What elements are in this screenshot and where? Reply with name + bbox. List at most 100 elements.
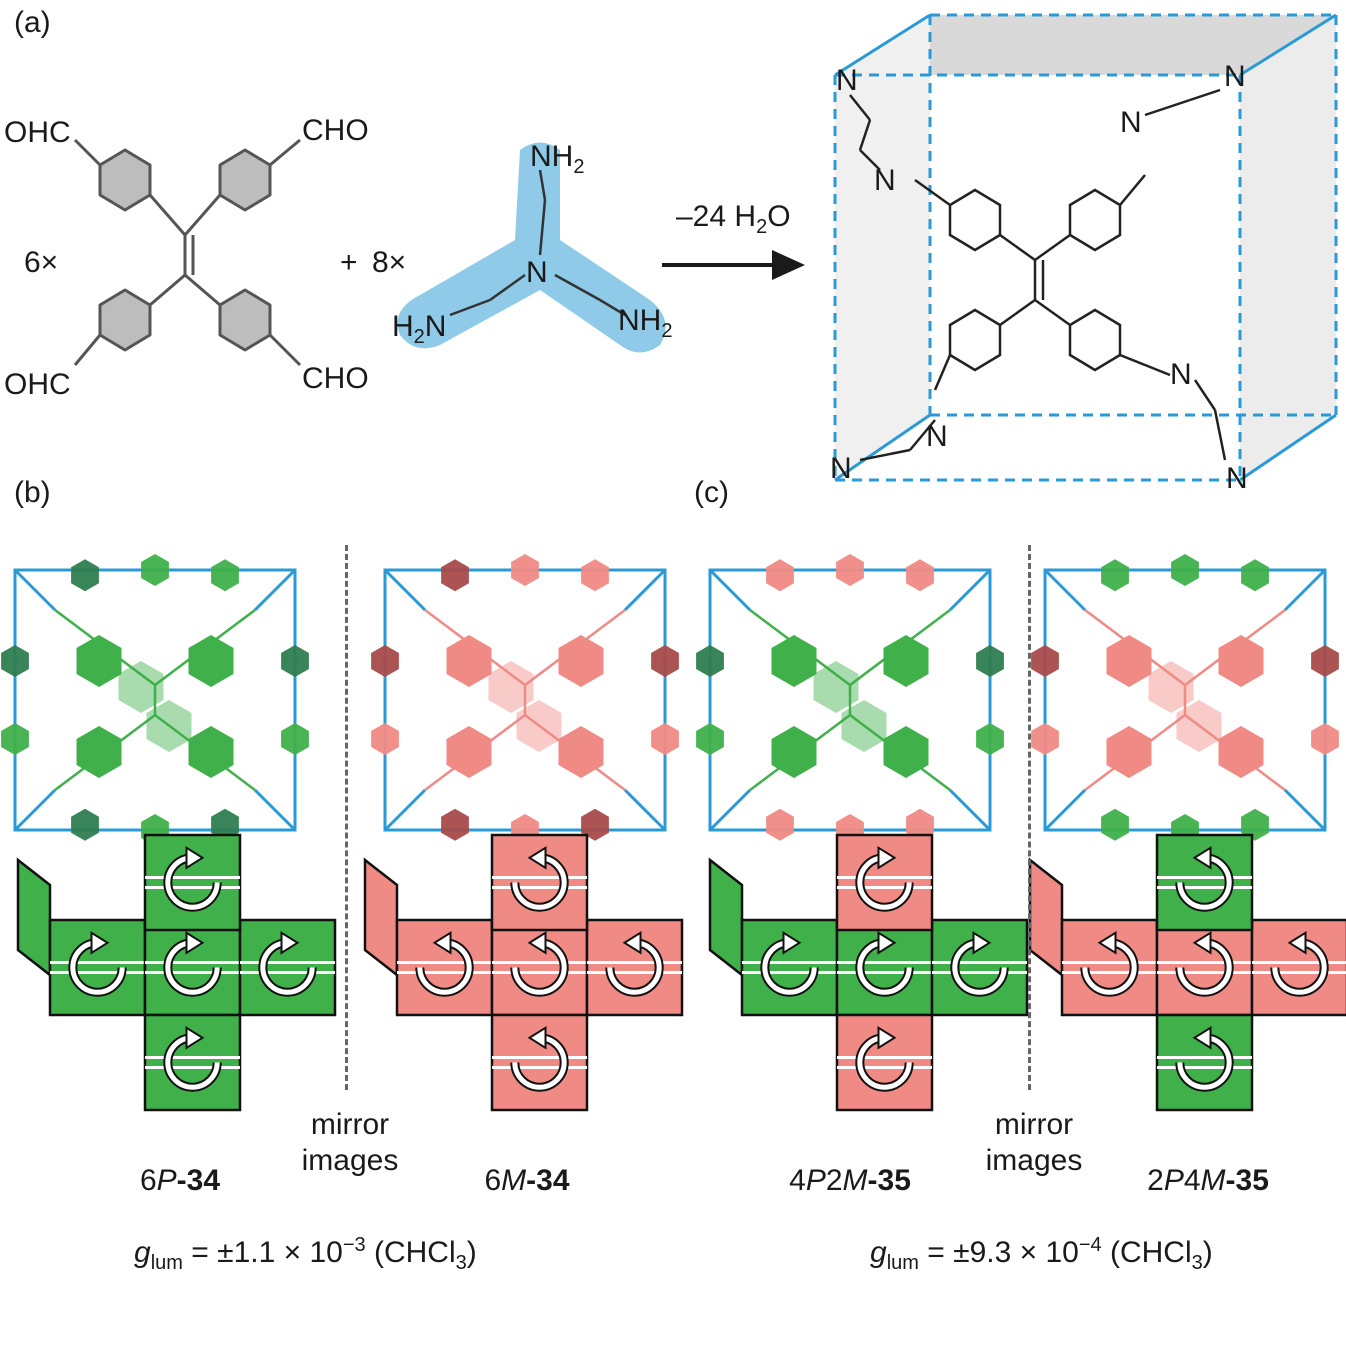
cube-face bbox=[1060, 918, 1159, 1017]
phenyl-ring bbox=[1101, 559, 1129, 592]
cube-face bbox=[143, 918, 242, 1017]
cage-4P2M-35 bbox=[696, 554, 1004, 846]
phenyl-ring bbox=[446, 635, 492, 687]
cube-face bbox=[930, 918, 1029, 1017]
rotation-arrow-icon bbox=[417, 940, 472, 995]
phenyl-ring bbox=[771, 635, 817, 687]
cube-face bbox=[740, 918, 839, 1017]
amine-center-n: N bbox=[526, 256, 548, 289]
phenyl-ring bbox=[511, 554, 539, 586]
caption-6M-34: 6M-34 bbox=[484, 1164, 570, 1197]
product-n-3: N bbox=[1120, 106, 1142, 139]
product-n-2: N bbox=[1224, 60, 1246, 93]
rotation-arrow-icon bbox=[512, 855, 567, 910]
product-n-4: N bbox=[874, 164, 896, 197]
phenyl-ring bbox=[976, 645, 1004, 677]
rotation-arrow-icon bbox=[1272, 940, 1327, 995]
amine-top-label: NH2 bbox=[530, 140, 585, 178]
cube-face bbox=[835, 833, 934, 932]
panel-label-a: (a) bbox=[14, 6, 51, 39]
amine-right-label: NH2 bbox=[618, 304, 673, 342]
rotation-arrow-icon bbox=[952, 940, 1007, 995]
phenyl-ring bbox=[281, 645, 309, 677]
phenyl-ring bbox=[696, 645, 724, 677]
cube-face bbox=[835, 918, 934, 1017]
phenyl-ring bbox=[696, 723, 724, 755]
rotation-arrow-icon bbox=[1177, 1035, 1232, 1090]
rotation-arrow-icon bbox=[857, 1035, 912, 1090]
phenyl-ring bbox=[76, 726, 122, 778]
phenyl-ring bbox=[1311, 645, 1339, 677]
rotation-arrow-icon bbox=[607, 940, 662, 995]
cube-face bbox=[835, 1013, 934, 1112]
caption-2P4M-35: 2P4M-35 bbox=[1147, 1164, 1269, 1197]
phenyl-ring bbox=[1101, 808, 1129, 841]
rotation-arrow-icon bbox=[512, 1035, 567, 1090]
phenyl-ring bbox=[488, 661, 534, 713]
phenyl-ring bbox=[141, 554, 169, 586]
glum-value-b: glum = ±1.1 × 10−3 (CHCl3) bbox=[134, 1234, 477, 1274]
phenyl-ring bbox=[581, 808, 609, 841]
rotation-arrow-icon bbox=[1177, 855, 1232, 910]
phenyl-ring bbox=[976, 723, 1004, 755]
cube-face bbox=[238, 918, 337, 1017]
phenyl-ring bbox=[118, 661, 164, 713]
phenyl-ring bbox=[211, 808, 239, 841]
rotation-arrow-icon bbox=[165, 940, 220, 995]
cube-face bbox=[585, 918, 684, 1017]
mirror-line-c bbox=[1028, 545, 1031, 1090]
cage-2P4M-35 bbox=[1031, 554, 1339, 846]
cube-face bbox=[48, 918, 147, 1017]
phenyl-ring bbox=[766, 559, 794, 592]
product-n-8: N bbox=[1226, 462, 1248, 495]
phenyl-ring bbox=[771, 726, 817, 778]
cube-face bbox=[1155, 833, 1254, 932]
cube-face bbox=[1155, 1013, 1254, 1112]
phenyl-ring bbox=[883, 635, 929, 687]
phenyl-ring bbox=[906, 808, 934, 841]
phenyl-ring bbox=[766, 808, 794, 841]
cube-face bbox=[490, 833, 589, 932]
phenyl-ring bbox=[146, 700, 192, 752]
phenyl-ring bbox=[1218, 635, 1264, 687]
cube-face bbox=[490, 918, 589, 1017]
panel-label-b: (b) bbox=[14, 476, 51, 509]
phenyl-ring bbox=[211, 559, 239, 592]
phenyl-ring bbox=[1241, 808, 1269, 841]
phenyl-ring bbox=[1176, 700, 1222, 752]
rotation-arrow-icon bbox=[857, 855, 912, 910]
phenyl-ring bbox=[651, 723, 679, 755]
plus-sign: + bbox=[340, 246, 358, 279]
panel-label-c: (c) bbox=[694, 476, 729, 509]
phenyl-ring bbox=[651, 645, 679, 677]
cube-face bbox=[1250, 918, 1346, 1017]
rotation-arrow-icon bbox=[70, 940, 125, 995]
net-4P2M-35 bbox=[708, 833, 1029, 1112]
phenyl-ring bbox=[841, 700, 887, 752]
phenyl-ring bbox=[71, 559, 99, 592]
rotation-arrow-icon bbox=[1082, 940, 1137, 995]
phenyl-ring bbox=[371, 645, 399, 677]
rotation-arrow-icon bbox=[857, 940, 912, 995]
phenyl-ring bbox=[188, 726, 234, 778]
reaction-condition: –24 H2O bbox=[676, 200, 791, 238]
phenyl-ring bbox=[1106, 635, 1152, 687]
phenyl-ring bbox=[1, 723, 29, 755]
glum-value-c: glum = ±9.3 × 10−4 (CHCl3) bbox=[870, 1234, 1213, 1274]
reaction-arrow bbox=[662, 250, 805, 280]
phenyl-ring bbox=[1218, 726, 1264, 778]
cube-face bbox=[143, 833, 242, 932]
rotation-arrow-icon bbox=[1177, 940, 1232, 995]
phenyl-ring bbox=[371, 723, 399, 755]
phenyl-ring bbox=[836, 554, 864, 586]
phenyl-ring bbox=[441, 559, 469, 592]
coefficient-amine: 8× bbox=[372, 246, 407, 279]
rotation-arrow-icon bbox=[165, 855, 220, 910]
caption-6P-34: 6P-34 bbox=[139, 1164, 221, 1197]
phenyl-ring bbox=[813, 661, 859, 713]
cube-face bbox=[490, 1013, 589, 1112]
phenyl-ring bbox=[1241, 559, 1269, 592]
phenyl-ring bbox=[558, 635, 604, 687]
